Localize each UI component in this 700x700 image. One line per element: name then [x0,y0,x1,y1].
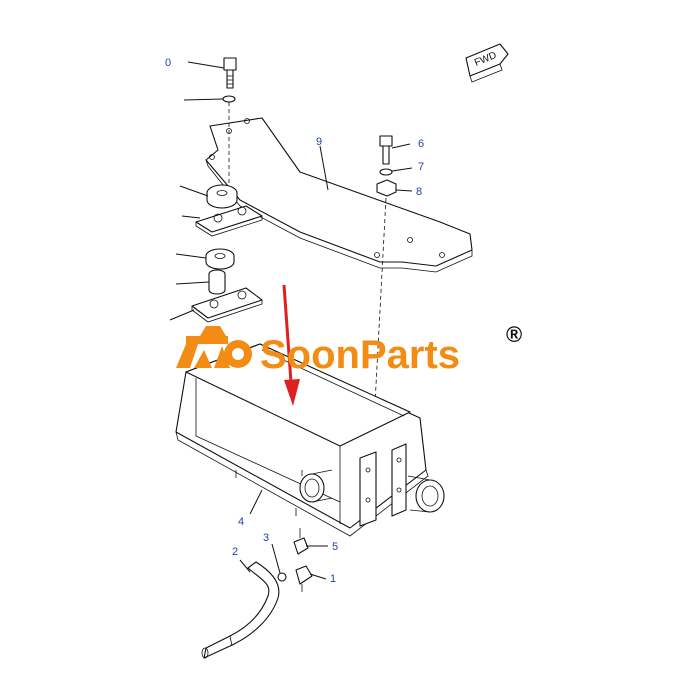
drain-cock-icon [293,528,309,555]
washer-icon [277,572,287,582]
valve-icon [295,565,313,592]
callout-5: 5 [332,541,338,553]
mount-plate-icon [191,287,263,323]
callout-7: 7 [418,161,424,173]
callout-6: 6 [418,138,424,150]
drain-hose-icon [201,561,280,659]
red-down-arrow-icon [282,284,300,406]
washer-icon [379,168,393,176]
inlet-pipe-icon [299,469,333,503]
nut-icon [376,179,397,197]
rubber-mount-icon [206,184,238,209]
callout-9: 9 [316,136,322,148]
mount-plate-icon [195,205,263,237]
bolt-icon [223,57,237,89]
registered-mark: ® [506,322,522,347]
callout-4: 4 [238,516,244,528]
mounting-frame [205,117,473,273]
spacer-collar-icon [208,269,226,295]
outlet-pipe-icon [407,475,445,513]
intercooler-core [175,343,429,537]
callout-0: 0 [165,57,171,69]
callout-3: 3 [263,532,269,544]
callout-8: 8 [416,186,422,198]
callout-2: 2 [232,546,238,558]
rubber-mount-icon [205,248,235,270]
bolt-icon [379,135,393,165]
crane-gear-logo-icon [176,326,252,368]
fwd-direction-marker: FWD [465,43,509,83]
brand-name: SoonParts [260,333,460,377]
callout-1: 1 [330,573,336,585]
washer-icon [222,95,236,103]
